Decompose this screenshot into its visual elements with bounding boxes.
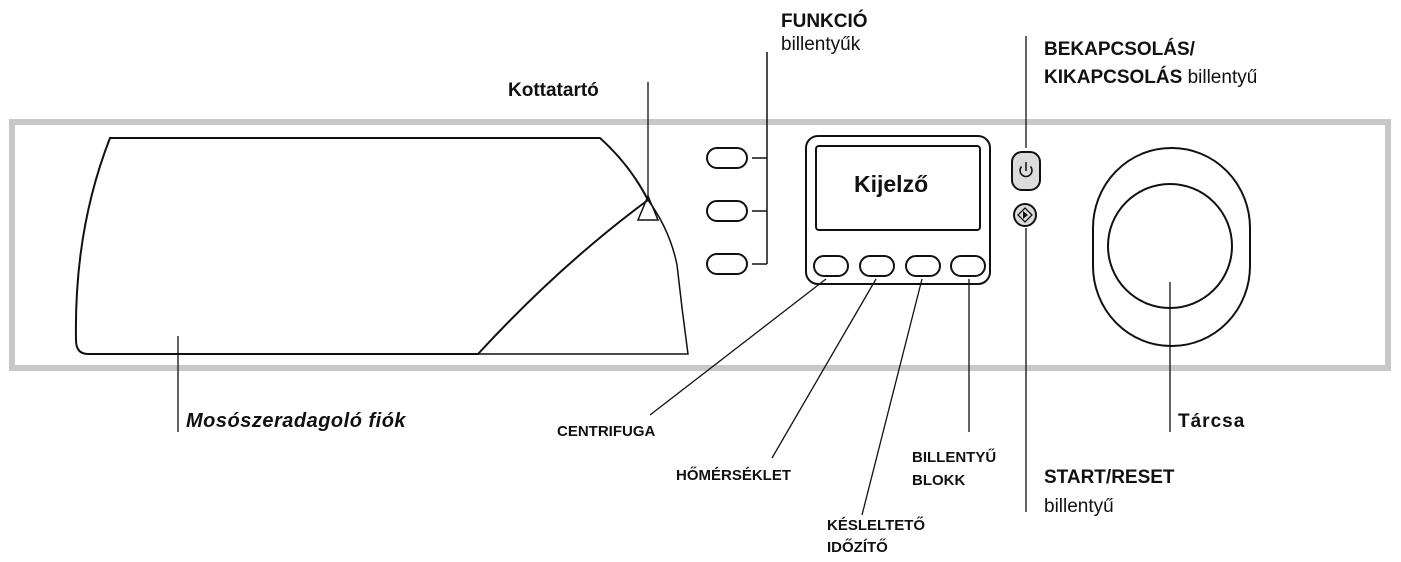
function-key-1[interactable]	[706, 147, 748, 169]
kottatarto-label: Kottatartó	[508, 80, 599, 101]
display-screen	[815, 145, 981, 231]
function-keys-bracket	[752, 52, 768, 265]
power-title-2-line: KIKAPCSOLÁS billentyű	[1044, 66, 1257, 89]
keslelteto-key[interactable]	[905, 255, 941, 277]
function-key-3[interactable]	[706, 253, 748, 275]
detergent-drawer	[74, 137, 650, 355]
display-label: Kijelző	[854, 171, 929, 197]
function-key-2[interactable]	[706, 200, 748, 222]
funkcio-title: FUNKCIÓ	[781, 11, 868, 32]
panel-frame	[9, 119, 1391, 371]
keslelteto-label-2: IDŐZÍTŐ	[827, 539, 888, 556]
kottatarto-marker	[636, 194, 660, 221]
centrifuga-label: CENTRIFUGA	[557, 423, 656, 440]
leader-lines	[177, 36, 1171, 516]
centrifuga-key[interactable]	[813, 255, 849, 277]
homerseklet-label: HŐMÉRSÉKLET	[676, 467, 792, 484]
billentyu-blokk-label-1: BILLENTYŰ	[912, 449, 997, 466]
billentyu-blokk-key[interactable]	[950, 255, 986, 277]
power-title-1: BEKAPCSOLÁS/	[1044, 39, 1195, 60]
funkcio-sub: billentyűk	[781, 34, 861, 55]
billentyu-blokk-label-2: BLOKK	[912, 472, 966, 489]
power-sub: billentyű	[1187, 67, 1258, 88]
keslelteto-label-1: KÉSLELTETŐ	[827, 517, 926, 534]
start-sub: billentyű	[1044, 496, 1114, 517]
drawer-handle-edge	[478, 199, 689, 355]
start-reset-icon	[1017, 207, 1033, 223]
homerseklet-key[interactable]	[859, 255, 895, 277]
power-icon	[1019, 162, 1033, 178]
drawer-label: Mosószeradagoló fiók	[186, 410, 407, 432]
power-title-2: KIKAPCSOLÁS	[1044, 67, 1183, 88]
start-title: START/RESET	[1044, 467, 1175, 488]
tarcsa-label: Tárcsa	[1178, 411, 1246, 432]
